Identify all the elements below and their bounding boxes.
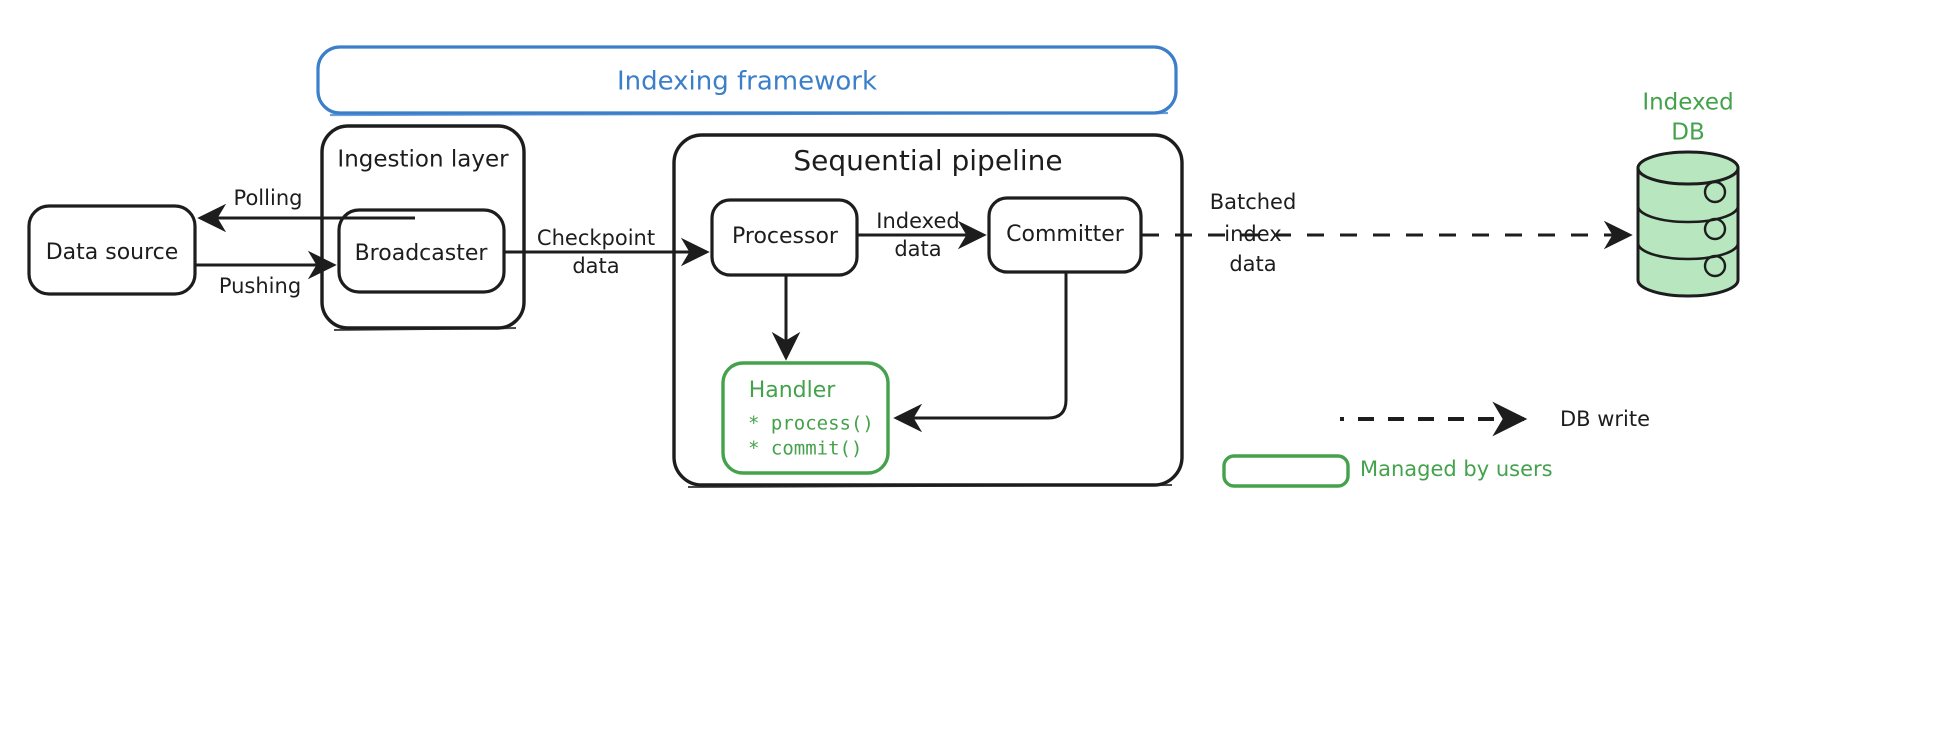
indexed-data-label-line1: Indexed bbox=[876, 209, 959, 233]
indexed-data-label-line2: data bbox=[894, 237, 941, 261]
edge-checkpoint-data: Checkpoint data bbox=[505, 226, 710, 278]
ingestion-layer-sketch-line bbox=[333, 327, 517, 331]
batched-index-data-label-line2: index bbox=[1224, 222, 1281, 246]
data-source-box[interactable] bbox=[27, 204, 197, 296]
edge-committer-to-handler bbox=[893, 273, 1068, 433]
processor-box[interactable] bbox=[710, 198, 859, 277]
indexing-framework-label: Indexing framework bbox=[617, 67, 877, 97]
checkpoint-data-label-line1: Checkpoint bbox=[537, 226, 655, 250]
edge-batched-index-data: Batched index data bbox=[1142, 190, 1633, 276]
legend-managed-by-users-label: Managed by users bbox=[1360, 457, 1553, 481]
sequential-pipeline-sketch-line bbox=[687, 484, 1173, 488]
indexed-db-dot-2 bbox=[1703, 217, 1727, 241]
data-source-label: Data source bbox=[46, 240, 179, 265]
node-broadcaster[interactable]: Broadcaster bbox=[337, 208, 506, 294]
batched-index-data-label-line1: Batched bbox=[1210, 190, 1297, 214]
sequential-pipeline-frame: Sequential pipeline bbox=[672, 133, 1184, 488]
legend: DB write Managed by users bbox=[1222, 401, 1650, 488]
ingestion-layer-frame: Ingestion layer bbox=[320, 124, 526, 331]
edge-indexed-data: Indexed data bbox=[858, 209, 987, 261]
node-handler[interactable]: Handler * process() * commit() bbox=[721, 361, 890, 475]
pushing-label: Pushing bbox=[219, 274, 301, 298]
indexed-db-dot-3 bbox=[1703, 254, 1727, 278]
node-indexed-db[interactable]: Indexed DB bbox=[1636, 90, 1740, 298]
indexing-framework-sketch-line bbox=[329, 111, 1169, 117]
sequential-pipeline-border bbox=[672, 133, 1184, 487]
indexed-db-cylinder-top bbox=[1636, 150, 1740, 186]
indexing-framework-frame: Indexing framework bbox=[316, 45, 1178, 117]
sequential-pipeline-label: Sequential pipeline bbox=[793, 144, 1062, 177]
indexed-db-divider-2 bbox=[1636, 242, 1740, 261]
ingestion-layer-label: Ingestion layer bbox=[337, 147, 509, 173]
node-committer[interactable]: Committer bbox=[987, 196, 1143, 274]
edge-polling: Polling bbox=[197, 186, 415, 233]
ingestion-layer-border bbox=[320, 124, 526, 330]
committer-box[interactable] bbox=[987, 196, 1143, 274]
committer-label: Committer bbox=[1006, 222, 1125, 247]
indexed-db-cylinder-body bbox=[1636, 166, 1740, 298]
handler-title: Handler bbox=[749, 378, 837, 403]
broadcaster-box[interactable] bbox=[337, 208, 506, 294]
handler-box[interactable] bbox=[721, 361, 890, 475]
edge-pushing: Pushing bbox=[196, 250, 337, 298]
legend-item-db-write: DB write bbox=[1340, 401, 1650, 437]
polling-label: Polling bbox=[234, 186, 303, 210]
indexed-db-dot-1 bbox=[1703, 180, 1727, 204]
indexed-db-label-line1: Indexed bbox=[1642, 90, 1733, 116]
broadcaster-label: Broadcaster bbox=[355, 241, 489, 266]
node-data-source[interactable]: Data source bbox=[27, 204, 197, 296]
indexed-db-label-line2: DB bbox=[1671, 120, 1705, 146]
handler-method-process: * process() bbox=[748, 413, 874, 435]
legend-item-managed-by-users: Managed by users bbox=[1222, 454, 1553, 488]
legend-green-box-icon bbox=[1222, 454, 1350, 488]
indexed-db-divider-1 bbox=[1636, 205, 1740, 224]
processor-label: Processor bbox=[732, 224, 839, 249]
batched-index-data-label-line3: data bbox=[1229, 252, 1276, 276]
node-processor[interactable]: Processor bbox=[710, 198, 859, 277]
handler-method-commit: * commit() bbox=[748, 438, 862, 460]
committer-to-handler-arrow bbox=[893, 273, 1068, 433]
checkpoint-data-label-line2: data bbox=[572, 254, 619, 278]
legend-db-write-label: DB write bbox=[1560, 407, 1650, 431]
